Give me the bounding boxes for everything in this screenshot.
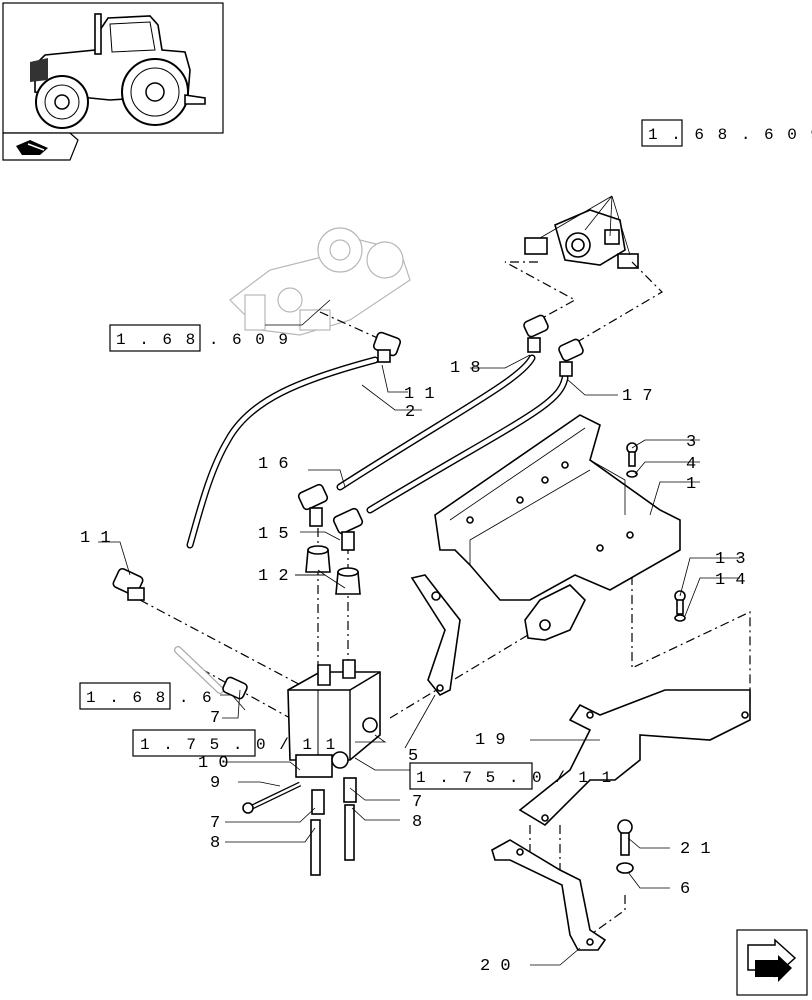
ref-box-left-upper[interactable]: 1 . 6 8 . 6 0 9 — [109, 324, 290, 352]
washer-6 — [616, 862, 634, 874]
washer-14 — [674, 614, 686, 622]
ref-box-right[interactable]: 1 . 7 5 . 0 / 1 1 — [409, 762, 613, 790]
part-label-2: 2 — [405, 403, 415, 422]
pipe-8-right — [344, 804, 355, 861]
ref-box-frame — [409, 762, 533, 790]
part-label-10: 1 0 — [198, 754, 229, 773]
section-folder-icon — [16, 140, 48, 155]
part-label-12: 1 2 — [258, 567, 289, 586]
ref-box-center[interactable]: 1 . 7 5 . 0 / 1 1 — [132, 729, 337, 757]
part-label-21: 2 1 — [680, 840, 711, 859]
part-label-6: 6 — [680, 880, 690, 899]
part-label-18: 1 8 — [450, 359, 481, 378]
part-label-7-top: 7 — [210, 709, 220, 728]
part-label-17: 1 7 — [622, 387, 653, 406]
part-label-8-right: 8 — [412, 813, 422, 832]
tractor-thumbnail[interactable] — [2, 2, 224, 134]
fitting-7-left — [311, 789, 325, 815]
part-label-8-left: 8 — [210, 834, 220, 853]
next-page-button[interactable] — [736, 929, 808, 996]
fitting-17 — [558, 338, 584, 377]
pipe-8-left — [310, 819, 321, 876]
ref-box-text: 1 . 6 8 . 6 0 9 — [648, 126, 812, 144]
pump-ghost — [229, 227, 411, 336]
part-label-1: 1 — [686, 475, 696, 494]
adapter-12-left — [305, 545, 331, 573]
fitting-18 — [523, 314, 549, 353]
part-label-11-lower: 1 1 — [80, 529, 111, 548]
leader-lines — [98, 299, 740, 966]
bolt-3 — [626, 442, 638, 467]
section-tab[interactable] — [2, 132, 79, 161]
fitting-15-right — [332, 507, 364, 551]
ref-box-frame — [132, 729, 256, 757]
part-label-15: 1 5 — [258, 525, 289, 544]
fitting-11-upper — [372, 331, 402, 363]
bolt-9 — [242, 781, 302, 814]
fitting-15-left — [297, 483, 329, 527]
ref-box-text: 1 . 6 8 . 6 — [86, 689, 214, 707]
ref-box-left-lower[interactable]: 1 . 6 8 . 6 — [79, 682, 214, 710]
assembly-lines — [139, 261, 751, 936]
bracket-20 — [491, 839, 607, 951]
part-labels: 3 4 1 1 3 1 4 1 7 1 8 1 1 2 1 6 1 5 1 2 … — [80, 359, 746, 976]
part-label-5: 5 — [408, 747, 418, 766]
part-label-7-left: 7 — [210, 814, 220, 833]
fitting-7-right — [343, 777, 357, 803]
bracket-5 — [410, 574, 461, 697]
part-label-3: 3 — [686, 433, 696, 452]
washer-4 — [626, 470, 638, 478]
ref-box-text: 1 . 6 8 . 6 0 9 — [116, 331, 290, 349]
ref-box-text: 1 . 7 5 . 0 / 1 1 — [416, 769, 613, 787]
part-label-20: 2 0 — [480, 957, 511, 976]
ref-box-top-right[interactable]: 1 . 6 8 . 6 0 9 — [641, 119, 812, 147]
valve-block — [287, 659, 381, 778]
next-page-arrow-icon — [747, 938, 797, 982]
part-label-9: 9 — [210, 774, 220, 793]
hoses — [186, 354, 569, 549]
tractor-thumbnail-icon — [30, 13, 206, 129]
fitting-7-top — [222, 676, 248, 700]
ref-box-frame — [641, 119, 683, 147]
ref-box-frame — [79, 682, 171, 710]
part-label-16: 1 6 — [258, 455, 289, 474]
frame-bracket-1 — [434, 414, 681, 601]
part-label-14: 1 4 — [715, 571, 746, 590]
part-label-7-right: 7 — [412, 793, 422, 812]
mount-bracket — [524, 584, 586, 641]
fitting-11-lower — [112, 567, 145, 601]
hose-ghost-left — [174, 646, 224, 694]
ref-box-text: 1 . 7 5 . 0 / 1 1 — [140, 736, 337, 754]
reference-arrows — [539, 195, 631, 256]
part-label-11-upper: 1 1 — [404, 385, 435, 404]
adapter-12-right — [335, 567, 361, 595]
part-label-19: 1 9 — [475, 731, 506, 750]
part-label-4: 4 — [686, 455, 696, 474]
bolt-21 — [617, 819, 633, 856]
valve-ghost-top — [524, 209, 639, 269]
ref-box-frame — [109, 324, 201, 352]
bracket-19 — [518, 689, 751, 827]
part-label-13: 1 3 — [715, 550, 746, 569]
